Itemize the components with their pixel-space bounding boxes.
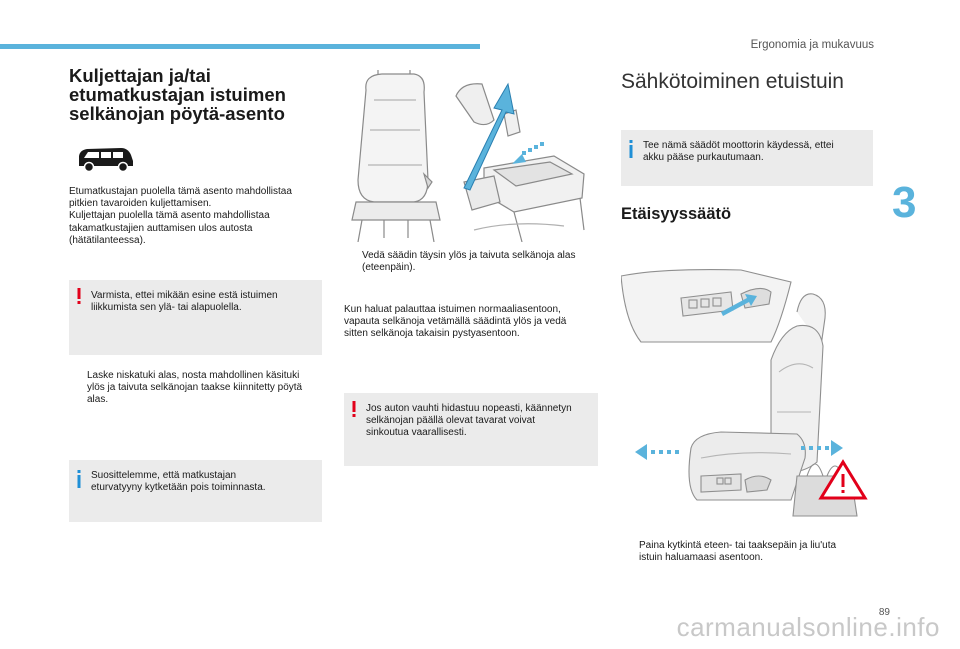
warning-icon (77, 288, 81, 304)
van-icon (79, 148, 133, 173)
info-icon (77, 470, 81, 488)
warning-icon (352, 401, 356, 417)
col1-info-box: Suosittelemme, että matkustajan eturvaty… (69, 460, 322, 522)
col2-warning-box: Jos auton vauhti hidastuu nopeasti, kään… (344, 393, 598, 466)
electric-seat-illustration (621, 269, 868, 517)
info-icon (629, 140, 633, 158)
col2-restore-text: Kun haluat palauttaa istuimen normaalias… (344, 304, 567, 340)
col3-instruction: Paina kytkintä eteen- tai taaksepäin ja … (639, 540, 837, 564)
header-accent-bar (0, 44, 480, 49)
col1-warning-box: Varmista, ettei mikään esine estä istuim… (69, 280, 322, 355)
col3-info-box: Tee nämä säädöt moottorin käydessä, ette… (621, 130, 873, 186)
seat-table-illustration (351, 70, 585, 242)
col3-title: Sähkötoiminen etuistuin (621, 70, 844, 93)
col3-subtitle: Etäisyyssäätö (621, 205, 732, 223)
chapter-number: 3 (892, 178, 917, 227)
col1-intro-text: Etumatkustajan puolella tämä asento mahd… (69, 186, 292, 246)
col2-instruction: Vedä säädin täysin ylös ja taivuta selkä… (362, 250, 576, 274)
watermark: carmanualsonline.info (676, 612, 940, 642)
page-number: 89 (878, 607, 890, 618)
col1-instruction: Laske niskatuki alas, nosta mahdollinen … (87, 370, 303, 406)
col1-title: Kuljettajan ja/tai etumatkustajan istuim… (69, 65, 286, 124)
section-title: Ergonomia ja mukavuus (750, 39, 874, 51)
